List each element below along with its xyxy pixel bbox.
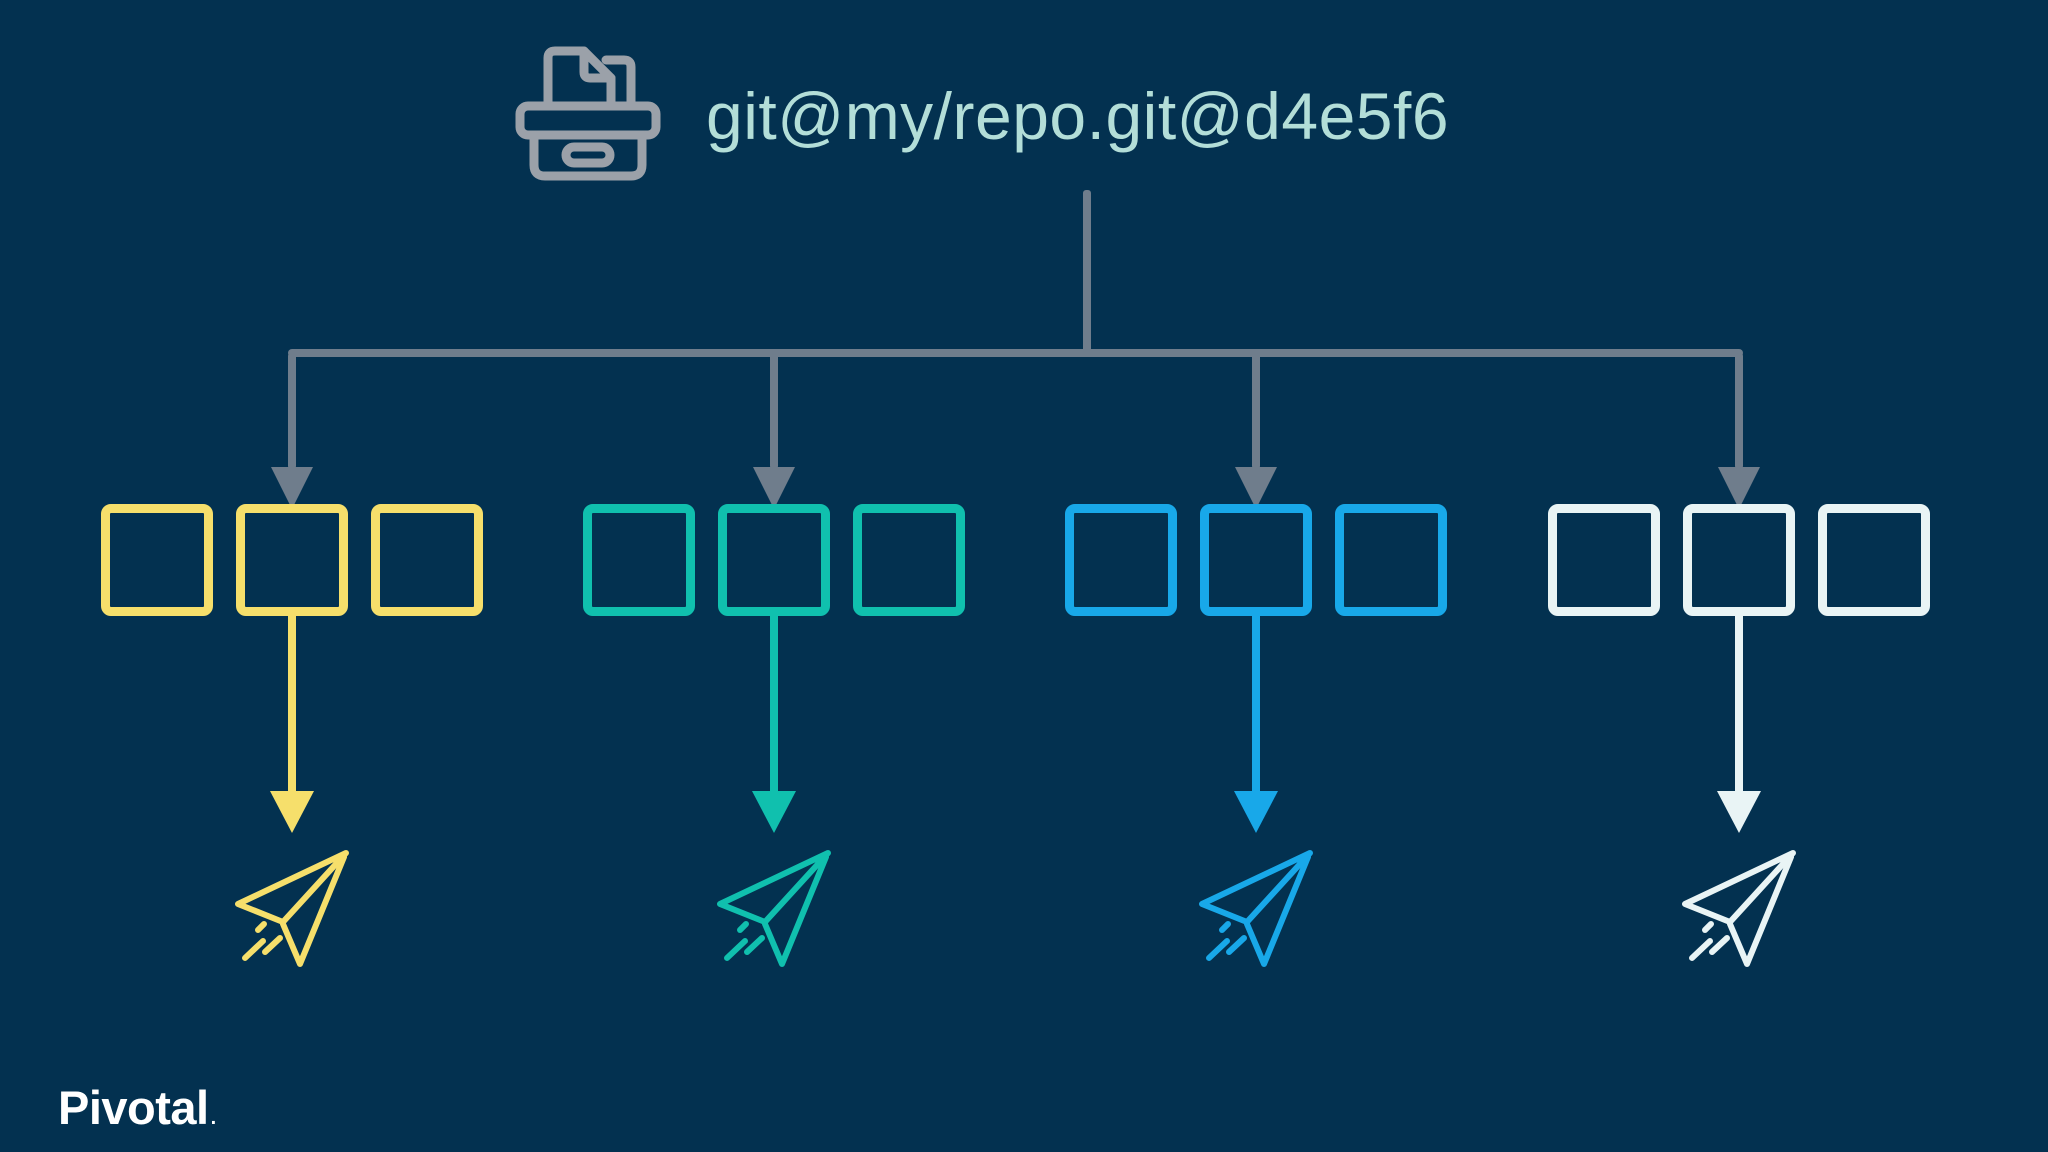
branch-group-teal	[583, 504, 965, 984]
commit-box	[101, 504, 213, 616]
branch-group-white	[1548, 504, 1930, 984]
paper-plane-icon	[1199, 850, 1313, 967]
commit-box	[1683, 504, 1795, 616]
paper-plane-icon	[1682, 850, 1796, 967]
pivotal-logo-text: Pivotal	[58, 1081, 209, 1134]
commit-box-row	[583, 504, 965, 616]
commit-box	[236, 504, 348, 616]
branch-group-blue	[1065, 504, 1447, 984]
pivotal-logo: Pivotal.	[58, 1080, 216, 1135]
commit-box	[1548, 504, 1660, 616]
commit-box	[718, 504, 830, 616]
archive-box-icon	[515, 46, 661, 181]
commit-box-row	[1548, 504, 1930, 616]
pivotal-logo-mark: .	[210, 1107, 217, 1129]
commit-box	[1065, 504, 1177, 616]
paper-plane-icon	[717, 850, 831, 967]
commit-box	[371, 504, 483, 616]
commit-box	[583, 504, 695, 616]
paper-plane-icon	[235, 850, 349, 967]
down-arrow-icon	[752, 613, 796, 833]
down-arrow-icon	[1234, 613, 1278, 833]
commit-box	[853, 504, 965, 616]
commit-box	[1335, 504, 1447, 616]
repo-label: git@my/repo.git@d4e5f6	[706, 79, 1450, 153]
down-arrow-icon	[1717, 613, 1761, 833]
down-arrow-icon	[270, 613, 314, 833]
commit-box-row	[1065, 504, 1447, 616]
commit-box-row	[101, 504, 483, 616]
commit-box	[1818, 504, 1930, 616]
branch-group-yellow	[101, 504, 483, 984]
commit-box	[1200, 504, 1312, 616]
